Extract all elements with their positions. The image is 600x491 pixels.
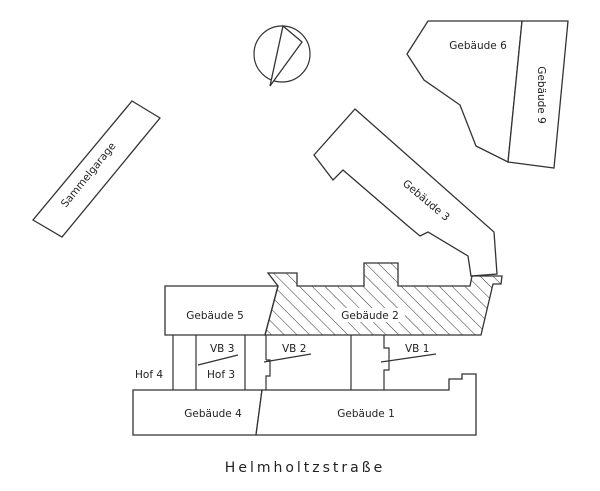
label-gebaeude-6: Gebäude 6 bbox=[449, 40, 507, 52]
vb-3-leader bbox=[197, 354, 239, 366]
building-sammelgarage bbox=[32, 100, 161, 238]
label-vb-1: VB 1 bbox=[405, 343, 429, 355]
label-hof-3: Hof 3 bbox=[207, 369, 235, 381]
label-gebaeude-4: Gebäude 4 bbox=[184, 408, 242, 420]
label-gebaeude-2-bg bbox=[335, 308, 405, 322]
label-gebaeude-9: Gebäude 9 bbox=[535, 66, 547, 124]
label-gebaeude-5: Gebäude 5 bbox=[186, 310, 244, 322]
label-vb-3: VB 3 bbox=[210, 343, 234, 355]
building-gebaeude-9 bbox=[507, 20, 569, 169]
courtyard-zone bbox=[172, 335, 390, 390]
label-vb-2: VB 2 bbox=[282, 343, 306, 355]
street-name: Helmholtzstraße bbox=[225, 460, 385, 476]
vb-2-leader bbox=[263, 353, 312, 363]
label-gebaeude-2: Gebäude 2 bbox=[341, 310, 399, 322]
building-gebaeude-2 bbox=[264, 262, 503, 336]
north-arrow-icon bbox=[253, 24, 311, 87]
label-hof-4: Hof 4 bbox=[135, 369, 163, 381]
building-gebaeude-1 bbox=[255, 373, 477, 436]
vb-1-leader bbox=[380, 353, 437, 363]
label-gebaeude-1: Gebäude 1 bbox=[337, 408, 395, 420]
building-gebaeude-3 bbox=[313, 108, 498, 277]
